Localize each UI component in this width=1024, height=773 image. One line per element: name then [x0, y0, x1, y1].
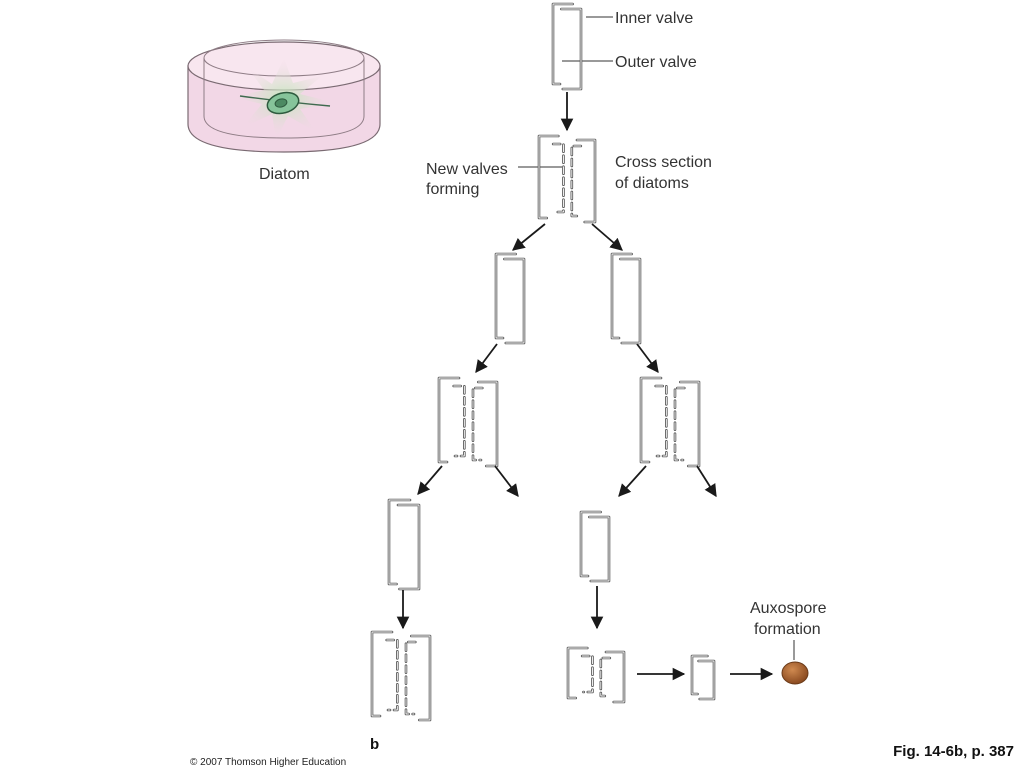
lineage-arrow: [591, 223, 623, 251]
new-valves-label-line2: forming: [426, 181, 479, 198]
lineage-arrow: [494, 465, 519, 497]
outer-valve-label: Outer valve: [615, 54, 697, 71]
cross-section-label-line2: of diatoms: [615, 175, 689, 192]
lineage-arrow: [618, 465, 647, 497]
inner-valve-label: Inner valve: [615, 10, 693, 27]
lineage-arrow: [512, 223, 546, 251]
diatom-cross-section: [494, 252, 526, 345]
diatom-cross-section: [690, 654, 716, 701]
dividing-diatom-cross-section: [537, 134, 597, 224]
figure-reference: Fig. 14-6b, p. 387: [893, 743, 1014, 760]
auxospore-icon: [781, 661, 809, 685]
dividing-diatom-cross-section: [639, 376, 701, 468]
dividing-diatom-cross-section: [437, 376, 499, 468]
lineage-arrows: [396, 92, 774, 681]
auxospore-label-line1: Auxospore: [750, 600, 827, 617]
diatom-cross-section: [579, 510, 611, 583]
diatom-cross-section: [610, 252, 642, 345]
lineage-arrow: [696, 465, 717, 498]
copyright-text: © 2007 Thomson Higher Education: [190, 757, 346, 768]
new-valves-label-line1: New valves: [426, 161, 508, 178]
panel-letter: b: [370, 736, 379, 753]
diatom-dish-illustration: [187, 39, 381, 153]
auxospore-label-line2: formation: [754, 621, 821, 638]
diatom-cross-section: [387, 498, 421, 591]
valve-cross-sections: [370, 2, 716, 722]
lineage-arrow: [417, 465, 443, 495]
diatom-cross-section: [551, 2, 583, 91]
lineage-arrow: [636, 343, 659, 374]
dividing-diatom-cross-section: [370, 630, 432, 722]
lineage-arrow: [475, 343, 498, 374]
cross-section-label-line1: Cross section: [615, 154, 712, 171]
diatom-label: Diatom: [259, 166, 310, 183]
dividing-diatom-cross-section: [566, 646, 626, 704]
